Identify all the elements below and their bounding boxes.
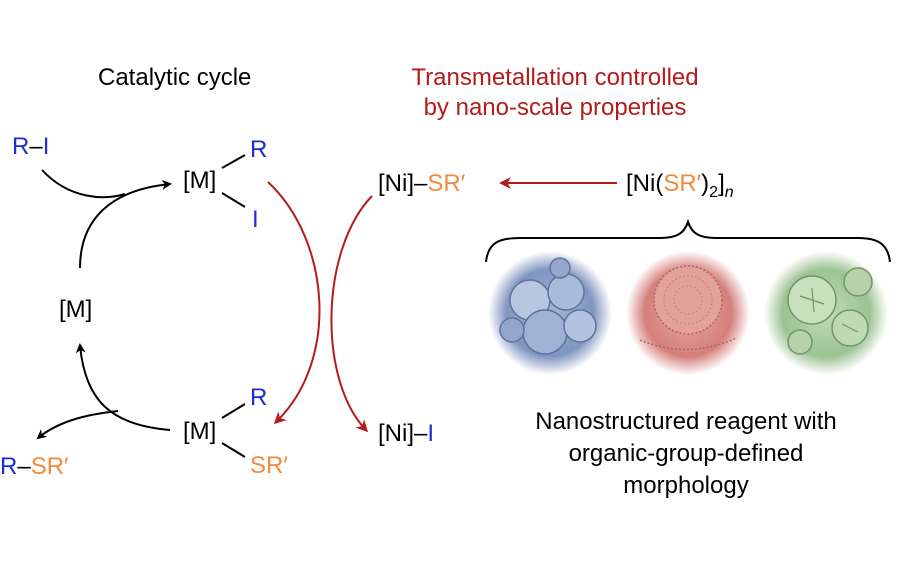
- transmetallation-title-line1: Transmetallation controlled: [411, 64, 699, 91]
- metal-complex-bottom: [M]: [183, 418, 217, 445]
- ni-polymer-thiolate: SR′: [663, 170, 702, 197]
- bond: –: [29, 133, 43, 160]
- oxidative-addition-arrow: [79, 179, 172, 269]
- product-exit-arrow: [36, 410, 119, 440]
- iodide: I: [42, 133, 50, 160]
- ni-label: [Ni]: [378, 420, 414, 447]
- bond-m-r-bottom: [221, 403, 246, 419]
- ni-thiolate-group: SR′: [427, 170, 466, 197]
- product-r-group: R: [0, 453, 18, 480]
- transmetallation-arrow-m: [267, 181, 321, 425]
- bond: –: [17, 453, 31, 480]
- red-nanostructure-image: [626, 251, 750, 375]
- subscript-2: 2: [709, 183, 719, 201]
- top-iodide: I: [252, 206, 259, 233]
- ni-open: [Ni(: [626, 170, 664, 197]
- reductive-elimination-arrow: [75, 343, 171, 431]
- ni-polymer-reagent: [Ni(SR′)2]n: [626, 170, 734, 201]
- bottom-r-group: R: [250, 384, 268, 411]
- bond-m-i-top: [221, 192, 246, 208]
- top-r-group: R: [250, 136, 268, 163]
- r-i-reagent: R–I: [12, 133, 49, 161]
- bracket-close: ]: [718, 170, 725, 197]
- r-i-entry-arrow: [41, 169, 126, 199]
- transmetallation-arrow-ni: [330, 195, 373, 433]
- product-r-sr: R–SR′: [0, 453, 69, 481]
- r-group: R: [12, 133, 30, 160]
- blue-nanostructure-image: [488, 251, 612, 375]
- bottom-thiolate: SR′: [250, 452, 288, 479]
- caption-line3: morphology: [623, 472, 749, 499]
- subscript-n: n: [724, 183, 734, 201]
- bond-m-r-top: [221, 154, 246, 169]
- product-thiolate: SR′: [30, 453, 69, 480]
- bond: –: [414, 170, 428, 197]
- ni-iodide-i: I: [427, 420, 435, 447]
- ni-label: [Ni]: [378, 170, 414, 197]
- bond-m-sr-bottom: [221, 442, 246, 458]
- ni-close: ): [701, 170, 710, 197]
- metal-complex-top: [M]: [183, 167, 217, 194]
- green-nanostructure-image: [764, 251, 888, 375]
- metal-catalyst: [M]: [59, 296, 93, 323]
- grouping-brace: [485, 218, 891, 263]
- ni-thiolate: [Ni]–SR′: [378, 170, 465, 198]
- bond: –: [414, 420, 428, 447]
- caption-line1: Nanostructured reagent with: [535, 408, 837, 435]
- transmetallation-title-line2: by nano-scale properties: [423, 94, 687, 121]
- cycle-title: Catalytic cycle: [98, 64, 252, 91]
- caption-line2: organic-group-defined: [568, 440, 804, 467]
- ni-iodide: [Ni]–I: [378, 420, 434, 448]
